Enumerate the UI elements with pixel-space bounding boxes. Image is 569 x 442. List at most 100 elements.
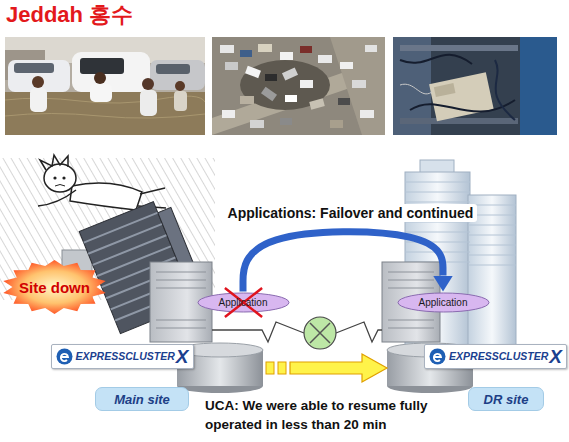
flood-street-photo xyxy=(94,72,106,84)
logo-icon xyxy=(430,348,446,364)
text-holder: EXPRESSCLUSTERX xyxy=(425,345,566,368)
flood-street-photo xyxy=(80,58,124,74)
flood-aerial-photo xyxy=(338,98,350,105)
note-box: UCA: We were able to resume fully operat… xyxy=(205,397,477,435)
storm-cartoon xyxy=(70,183,142,210)
storm-cartoon xyxy=(44,164,76,192)
flood-aerial-photo xyxy=(258,44,272,52)
logo-icon xyxy=(434,353,441,360)
replication-arrow xyxy=(278,362,286,374)
network-link xyxy=(336,322,382,342)
damaged-server-photo xyxy=(429,72,494,121)
flood-aerial-photo xyxy=(352,80,366,88)
replication-arrow xyxy=(290,354,387,382)
site-label-box: DR site xyxy=(468,387,544,411)
flood-aerial-photo xyxy=(222,110,235,118)
logo-mark: X xyxy=(176,347,189,366)
flood-aerial-photo xyxy=(245,66,261,78)
application-name: Application xyxy=(219,297,268,308)
flood-aerial-photo xyxy=(225,62,238,70)
replication-arrow xyxy=(266,354,387,382)
flood-street-photo xyxy=(5,37,205,135)
damaged-server-photo xyxy=(400,84,432,94)
replication-arrow xyxy=(266,362,274,374)
text-holder: Application xyxy=(197,292,290,313)
flood-aerial-photo xyxy=(280,118,292,125)
ellipse-shape xyxy=(398,293,489,312)
flood-street-photo xyxy=(156,64,190,74)
flood-aerial-photo xyxy=(300,46,312,53)
application-ellipse: Application xyxy=(397,292,490,313)
network-link xyxy=(212,322,304,342)
logo-icon xyxy=(60,353,67,360)
ellipse-shape xyxy=(198,293,289,312)
flood-aerial-photo xyxy=(330,37,385,135)
product-logo: EXPRESSCLUSTERX xyxy=(51,344,194,369)
application-ellipse: Application xyxy=(197,292,290,313)
damaged-server-photo xyxy=(400,118,518,124)
flood-aerial-photo xyxy=(300,80,313,88)
page-title: Jeddah 홍수 xyxy=(6,2,133,28)
flood-aerial-photo xyxy=(318,55,332,63)
logo-icon xyxy=(56,348,72,364)
damaged-server-photo xyxy=(495,60,515,120)
flood-street-photo xyxy=(30,88,47,112)
text-holder: Main site xyxy=(96,388,188,410)
flood-aerial-photo xyxy=(365,45,377,52)
flood-aerial-photo xyxy=(360,110,374,118)
logo-wordmark: EXPRESSCLUSTER xyxy=(76,350,175,362)
dr-building xyxy=(405,182,516,265)
product-logo: EXPRESSCLUSTERX xyxy=(424,344,567,369)
network-link xyxy=(310,323,330,343)
damaged-server-photo xyxy=(434,83,456,97)
damaged-server-photo xyxy=(393,37,557,135)
logo-icon xyxy=(429,348,446,365)
flood-aerial-photo xyxy=(240,60,330,110)
flood-aerial-photo xyxy=(212,37,385,135)
storm-cartoon xyxy=(62,176,65,179)
flood-street-photo xyxy=(5,114,205,119)
flood-aerial-photo xyxy=(212,37,385,135)
flood-aerial-photo xyxy=(285,95,297,102)
edge-label-box: Applications: Failover and continued xyxy=(224,204,478,222)
logo-icon xyxy=(56,348,73,365)
flood-street-photo xyxy=(8,60,70,92)
logo-wordmark: EXPRESSCLUSTER xyxy=(449,350,548,362)
text-holder: EXPRESSCLUSTERX xyxy=(52,345,193,368)
flood-street-photo xyxy=(90,84,112,102)
alert-text: Site down xyxy=(19,279,90,296)
site-name: DR site xyxy=(484,392,529,407)
damaged-server-photo xyxy=(400,55,472,64)
damaged-server-photo xyxy=(393,37,557,135)
storm-cartoon xyxy=(55,185,65,187)
damaged-server-photo xyxy=(520,37,557,135)
edge-label: Applications: Failover and continued xyxy=(224,204,478,222)
flood-aerial-photo xyxy=(330,120,343,128)
flood-aerial-photo xyxy=(240,96,254,104)
flood-street-photo xyxy=(175,81,185,91)
flood-street-photo xyxy=(150,60,205,90)
flood-street-photo xyxy=(14,63,54,73)
logo-mark: X xyxy=(549,347,562,366)
text-holder: Application xyxy=(397,292,490,313)
damaged-server-photo xyxy=(400,45,518,51)
damaged-server-photo xyxy=(429,72,494,121)
flood-aerial-photo xyxy=(250,120,264,128)
application-name: Application xyxy=(419,297,468,308)
flood-aerial-photo xyxy=(282,67,298,80)
flood-aerial-photo xyxy=(220,45,234,53)
flood-street-photo xyxy=(142,78,154,90)
flood-aerial-photo xyxy=(340,62,353,69)
network-link xyxy=(304,317,336,349)
flood-aerial-photo xyxy=(309,98,325,109)
text-holder: DR site xyxy=(469,388,543,410)
storm-cartoon xyxy=(53,176,56,179)
flood-aerial-photo xyxy=(240,50,252,57)
flood-street-photo xyxy=(140,90,157,116)
flood-aerial-photo xyxy=(265,74,277,81)
flood-aerial-photo xyxy=(280,52,293,60)
flood-street-photo xyxy=(5,37,205,135)
site-label-box: Main site xyxy=(95,387,189,411)
